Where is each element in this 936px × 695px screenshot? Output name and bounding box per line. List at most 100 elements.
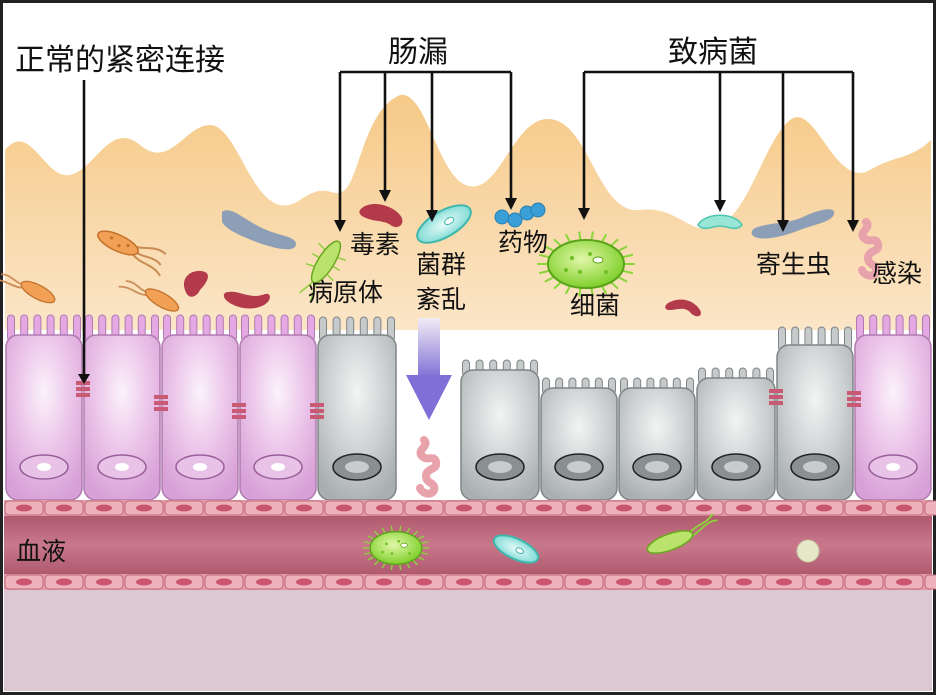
junction-strand [154,401,168,405]
endothelial-nucleus [856,578,872,586]
endothelial-nucleus [416,578,432,586]
junction-strand [76,381,90,385]
nucleolus [488,461,512,473]
red-blood-cell-icon [184,270,208,297]
junction-strand [847,403,861,407]
bacillus-icon [299,240,347,303]
paramecium-icon [492,534,540,564]
epithelial-cells [5,334,932,501]
worm-icon [222,210,296,250]
nucleolus [803,461,827,473]
virus-icon [362,525,430,571]
translocation-arrow-icon [406,318,452,420]
endothelial-nucleus [336,578,352,586]
endothelial-nucleus [816,504,832,512]
submucosa-layer [4,590,932,691]
label-pathogen-body: 病原体 [308,278,383,307]
endothelial-nucleus [96,578,112,586]
junction-strand [232,415,246,419]
endothelial-cell [924,500,936,516]
junction-strand [310,403,324,407]
label-toxins: 毒素 [350,230,400,259]
endothelial-nucleus [896,504,912,512]
endothelial-nucleus [136,578,152,586]
endothelial-nucleus [896,578,912,586]
junction-strand [769,389,783,393]
label-dysbiosis-1: 菌群 [416,250,466,279]
junction-strand [154,407,168,411]
endothelial-nucleus [376,578,392,586]
junction-strand [76,393,90,397]
drug-molecule-icon [494,202,546,228]
endothelial-nucleus [336,504,352,512]
endothelial-nucleus [616,504,632,512]
endothelial-nucleus [136,504,152,512]
endothelial-nucleus [576,578,592,586]
crescent-cell-icon [697,214,743,230]
endothelial-nucleus [456,504,472,512]
bacillus-icon [0,273,56,304]
bacterium-granule [397,539,401,543]
endothelial-nucleus [856,504,872,512]
damaged-cell [696,377,776,501]
label-pathogens: 致病菌 [668,35,758,70]
spirochete-icon [858,218,883,280]
nucleolus [645,461,669,473]
endothelial-nucleus [56,504,72,512]
arrow-heads [78,190,859,384]
junction-strand [154,395,168,399]
endothelial-nucleus [296,578,312,586]
junction-strand [76,387,90,391]
junction-strand [310,415,324,419]
nucleolus [193,463,207,471]
endothelial-nucleus [496,504,512,512]
worm-icon [751,209,835,239]
label-drugs: 药物 [498,228,548,257]
microbes [0,202,883,571]
endothelial-nucleus [536,504,552,512]
nucleolus [345,461,369,473]
endothelial-nucleus [256,578,272,586]
endothelial-nucleus [696,504,712,512]
bacterium-granule [604,270,608,274]
endothelial-nucleus [576,504,592,512]
bacterium-granule [390,552,394,555]
junction-strand [769,401,783,405]
bacillus-icon [118,280,180,312]
endothelial-nucleus [696,578,712,586]
endothelial-nucleus [96,504,112,512]
endothelial-nucleus [736,504,752,512]
nucleolus [886,463,900,471]
endothelial-nucleus [536,578,552,586]
damaged-cell [618,387,696,501]
endothelial-nucleus [816,578,832,586]
tight-junctions [76,381,861,419]
label-tight-junction: 正常的紧密连接 [15,43,225,78]
nucleolus [115,463,129,471]
red-blood-cell-icon [359,204,403,228]
endothelial-nucleus [656,504,672,512]
bacterium-granule [408,552,411,555]
endothelial-nucleus [456,578,472,586]
endothelial-nucleus [376,504,392,512]
junction-strand [847,397,861,401]
bacterium-granule [385,542,388,546]
bacterium-granule [578,270,582,274]
nucleolus [271,463,285,471]
label-dysbiosis-2: 紊乱 [416,285,466,314]
endothelial-nucleus [416,504,432,512]
red-blood-cell-icon [223,291,270,309]
endothelial-nucleus [176,504,192,512]
paramecium-icon [416,204,472,244]
junction-strand [232,409,246,413]
endothelial-nucleus [176,578,192,586]
blood-vessel [4,500,936,590]
label-infection: 感染 [872,259,922,288]
endothelial-cell [924,574,936,590]
endothelial-nucleus [216,504,232,512]
bacterium-granule [564,268,568,272]
nucleolus [567,461,591,473]
bacillus-icon [646,513,718,554]
